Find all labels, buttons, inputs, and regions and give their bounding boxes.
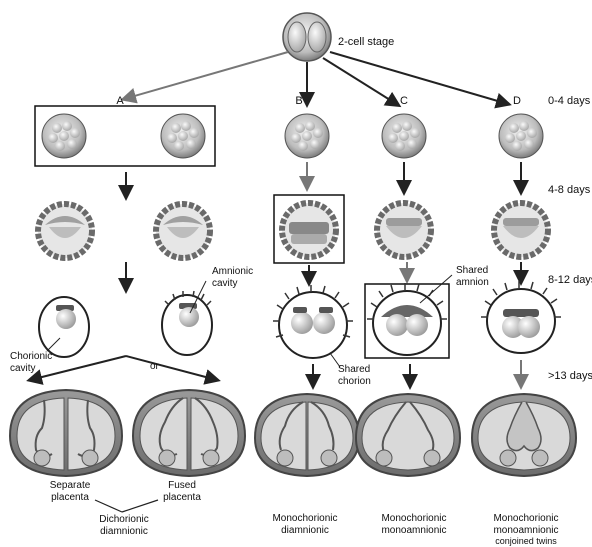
pathway-a-label: A: [116, 95, 123, 107]
two-cell-stage-label: 2-cell stage: [338, 36, 394, 48]
dichorionic-bracket: [95, 500, 158, 512]
amnionic-cavity-label-2: cavity: [212, 278, 238, 290]
amnionic-cavity-label-1: Amnionic: [212, 266, 253, 278]
arrows-row-3: [30, 356, 521, 386]
outcome-cj-label-1: Monochorionic: [493, 513, 558, 525]
chorionic-cavity-label-2: cavity: [10, 363, 36, 375]
shared-chorion-label-2: chorion: [338, 376, 371, 388]
or-label: or: [150, 361, 159, 373]
outcome-dd-label-2: diamnionic: [100, 526, 148, 538]
outcome-mm-label-1: Monochorionic: [381, 513, 446, 525]
time-0-4-label: 0-4 days: [548, 95, 590, 107]
arrows-row-1: [126, 162, 521, 197]
pathway-c-label: C: [400, 95, 408, 107]
chorionic-cavity-label-1: Chorionic: [10, 351, 52, 363]
fused-placenta-label-2: placenta: [163, 492, 201, 504]
morula-row: [42, 114, 543, 158]
time-4-8-label: 4-8 days: [548, 184, 590, 196]
pathway-d-label: D: [513, 95, 521, 107]
outcome-cj-label-3: conjoined twins: [495, 535, 557, 547]
blastocyst-row: [38, 203, 548, 258]
fused-placenta-label-1: Fused: [168, 480, 196, 492]
outcome-md-label-2: diamnionic: [281, 525, 329, 537]
pathway-b-label: B: [295, 95, 302, 107]
shared-amnion-label-2: amnion: [456, 277, 489, 289]
time-8-12-label: 8-12 days: [548, 274, 592, 286]
outcome-dd-label-1: Dichorionic: [99, 514, 148, 526]
separate-placenta-label-1: Separate: [50, 480, 91, 492]
outcome-mm-label-2: monoamnionic: [381, 525, 446, 537]
outcome-md-label-1: Monochorionic: [272, 513, 337, 525]
time-13-label: >13 days: [548, 370, 592, 382]
shared-amnion-label-1: Shared: [456, 265, 488, 277]
womb-row: [10, 390, 576, 476]
separate-placenta-label-2: placenta: [51, 492, 89, 504]
chorionic-sac-row: [39, 281, 561, 358]
two-cell-zygote: [283, 13, 331, 61]
shared-chorion-label-1: Shared: [338, 364, 370, 376]
